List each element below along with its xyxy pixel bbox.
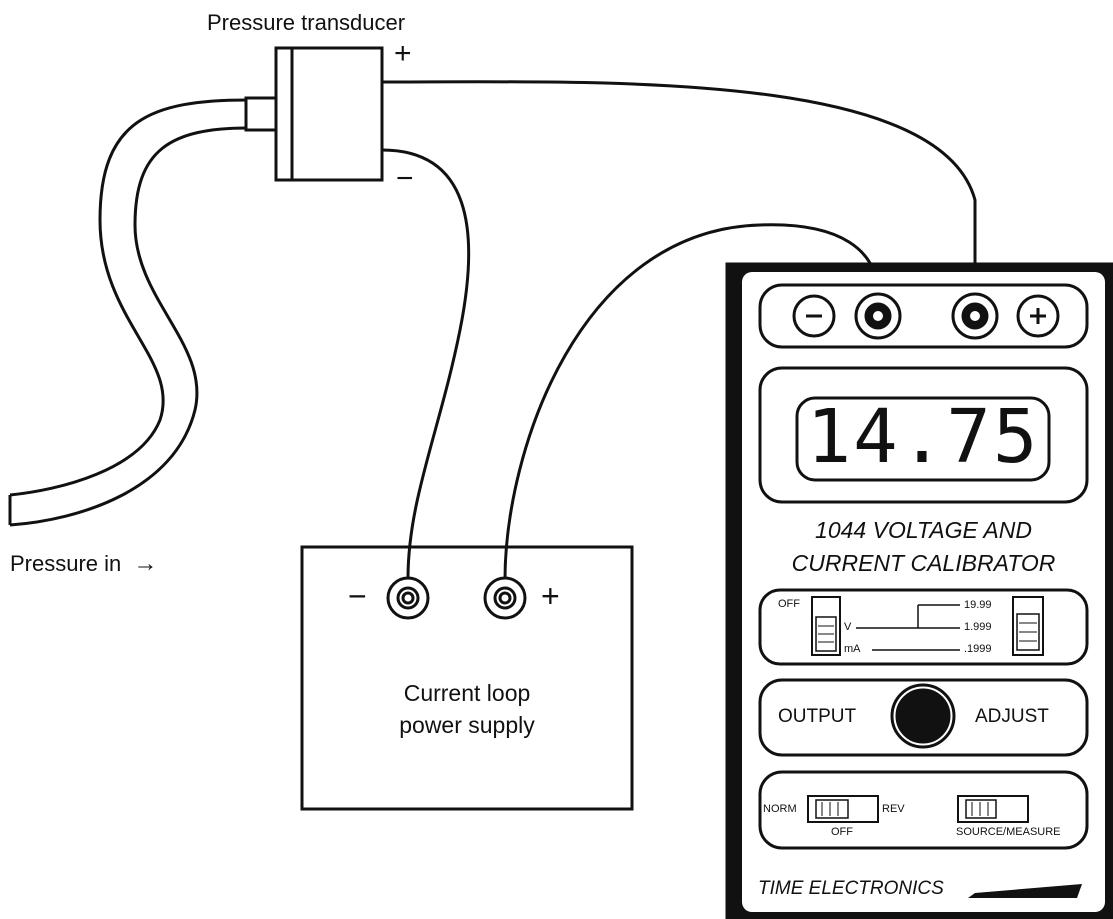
power-supply (300, 545, 634, 811)
wires (381, 80, 977, 581)
off-label: OFF (831, 826, 853, 838)
wire-transducer-plus-to-calibrator (381, 80, 977, 295)
source-measure-label: SOURCE/MEASURE (956, 826, 1061, 838)
pressure-in-text: Pressure in (10, 551, 122, 576)
range-value-3: .1999 (964, 643, 992, 655)
calibrator-title-line2: CURRENT CALIBRATOR (791, 550, 1056, 576)
adjust-label: ADJUST (975, 706, 1049, 727)
supply-label-line2: power supply (399, 712, 535, 738)
norm-label: NORM (763, 803, 797, 815)
pressure-in-arrow-icon: → (133, 550, 158, 577)
transducer-minus-sign: − (396, 162, 414, 195)
range-off-label: OFF (778, 598, 800, 610)
pressure-hose (8, 98, 249, 527)
brand-label: TIME ELECTRONICS (758, 878, 944, 899)
rev-label: REV (882, 803, 905, 815)
calibrator (725, 262, 1113, 919)
range-v-label: V (844, 621, 852, 633)
supply-plus-sign: + (541, 578, 560, 614)
output-label: OUTPUT (778, 706, 857, 727)
wire-supply-plus-to-calibrator (503, 223, 880, 581)
pressure-in-label: Pressure in → (10, 550, 157, 578)
display-window (795, 396, 1051, 482)
range-ma-label: mA (844, 643, 861, 655)
supply-label-line1: Current loop (403, 680, 531, 706)
range-value-1: 19.99 (964, 599, 992, 611)
pressure-transducer (244, 46, 384, 182)
calibrator-display: 14.75 (806, 394, 1040, 480)
wire-transducer-minus-to-supply (381, 148, 471, 579)
brand-stripe (968, 884, 1082, 898)
calibrator-title-line1: 1044 VOLTAGE AND (815, 517, 1032, 543)
transducer-label: Pressure transducer (207, 10, 406, 35)
range-value-2: 1.999 (964, 621, 992, 633)
transducer-plus-sign: + (394, 37, 412, 70)
supply-minus-sign: − (348, 578, 367, 614)
